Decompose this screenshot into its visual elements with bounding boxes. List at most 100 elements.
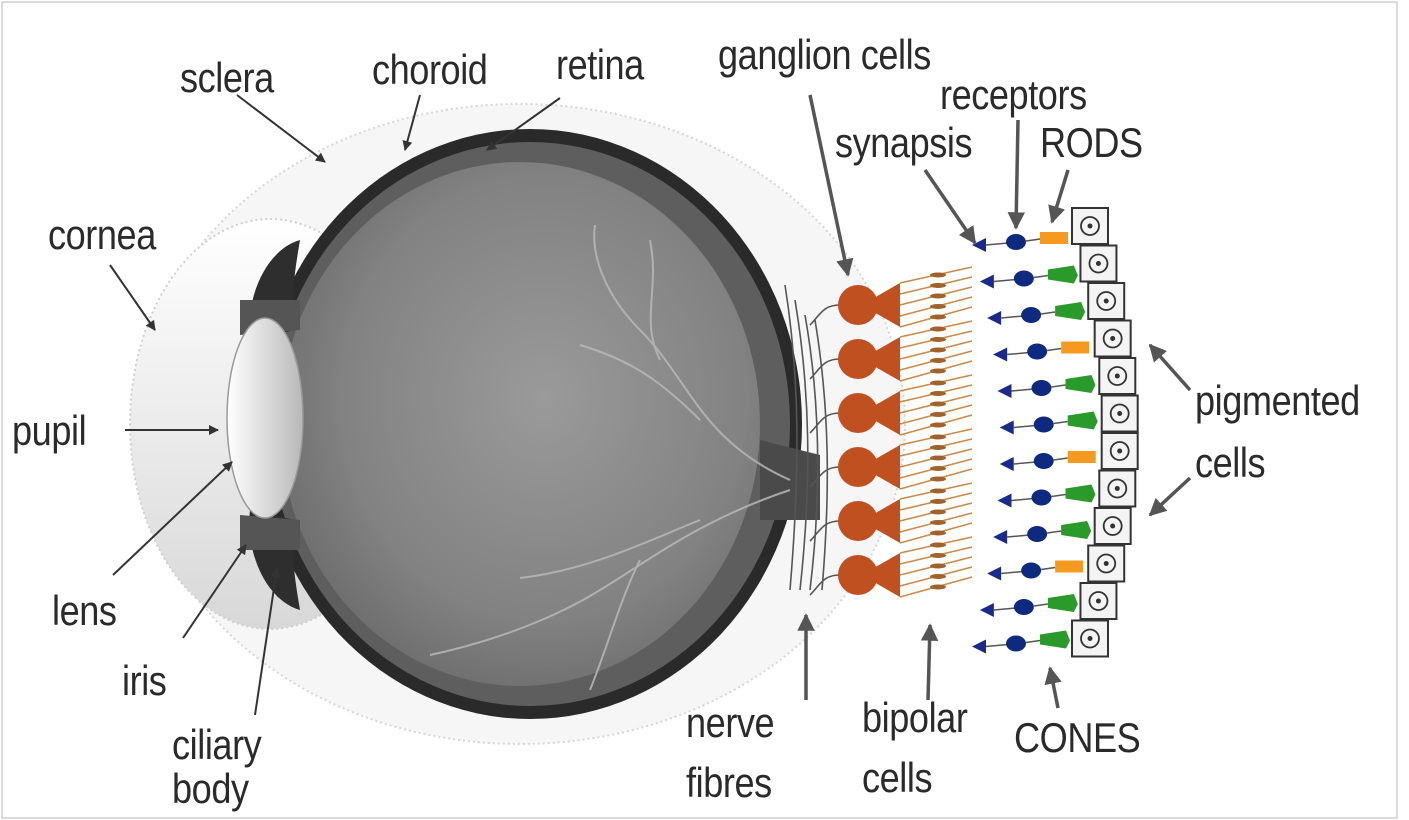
synapse xyxy=(980,603,994,617)
bipolar-nucleus xyxy=(930,543,946,548)
receptor-stalk xyxy=(1026,239,1040,241)
bipolar-nucleus xyxy=(930,423,946,428)
bipolar-nucleus xyxy=(930,369,946,374)
bipolar-nucleus xyxy=(930,337,946,342)
cone-outer-segment xyxy=(1048,594,1078,612)
synapse xyxy=(980,275,994,289)
bipolar-nucleus xyxy=(930,564,946,569)
pigmented-cell-nucleus xyxy=(1117,449,1122,454)
ganglion-dendrite xyxy=(872,553,900,597)
receptor-nucleus xyxy=(1031,490,1051,506)
bipolar-nucleus xyxy=(930,553,946,558)
label-pigmented-cells-line1: pigmented xyxy=(1195,378,1360,424)
synapse xyxy=(987,311,1001,325)
label-pigmented-cells-line2: cells xyxy=(1195,440,1265,486)
bipolar-nucleus xyxy=(930,391,946,396)
label-synapsis: synapsis xyxy=(835,120,972,166)
rod-outer-segment xyxy=(1061,342,1089,354)
pigmented-cell-nucleus xyxy=(1088,636,1093,641)
label-choroid: choroid xyxy=(372,47,487,93)
bipolar-nucleus xyxy=(930,381,946,386)
bipolar-nucleus xyxy=(930,412,946,417)
label-nerve-fibres-line1: nerve xyxy=(686,700,774,746)
bipolar-nucleus xyxy=(930,348,946,353)
lens xyxy=(227,318,303,518)
receptor-nucleus xyxy=(1034,417,1054,433)
receptor-stalk xyxy=(1041,568,1055,570)
label-rods: RODS xyxy=(1040,120,1143,166)
bipolar-nucleus xyxy=(930,402,946,407)
receptor-stalk xyxy=(1051,495,1065,497)
cone-outer-segment xyxy=(1068,412,1098,430)
arrow-rods xyxy=(1052,170,1068,222)
receptor-stalk xyxy=(1026,641,1040,643)
label-ciliary-body-line2: body xyxy=(172,766,249,812)
bipolar-nucleus xyxy=(930,315,946,320)
synapse xyxy=(997,494,1011,508)
bipolar-nucleus xyxy=(930,585,946,590)
bipolar-nucleus xyxy=(930,327,946,332)
receptor-stalk xyxy=(1047,349,1061,351)
receptor-stalk xyxy=(1034,604,1048,606)
arrow-receptors xyxy=(1016,120,1018,228)
bipolar-nucleus xyxy=(930,520,946,525)
label-pupil: pupil xyxy=(12,408,86,454)
receptor-nucleus xyxy=(1006,636,1026,652)
receptor-axon xyxy=(986,645,1008,647)
receptor-axon xyxy=(986,243,1008,245)
receptor-nucleus xyxy=(1031,380,1051,396)
receptor-axon xyxy=(1001,572,1023,574)
rod-outer-segment xyxy=(1055,561,1083,573)
arrow-pigmented-bottom xyxy=(1150,478,1190,515)
cone-outer-segment xyxy=(1048,266,1078,284)
receptor-nucleus xyxy=(1027,344,1047,360)
pigmented-cell-nucleus xyxy=(1088,224,1093,229)
iris-bottom xyxy=(240,515,300,550)
pigmented-cells xyxy=(1072,208,1138,657)
label-nerve-fibres-line2: fibres xyxy=(686,760,772,806)
cone-outer-segment xyxy=(1055,302,1085,320)
rod-outer-segment xyxy=(1040,232,1068,244)
synapse xyxy=(993,348,1007,362)
receptor-cells xyxy=(972,232,1098,654)
receptor-nucleus xyxy=(1014,271,1034,287)
label-sclera: sclera xyxy=(180,55,274,101)
receptor-axon xyxy=(1007,353,1029,355)
receptor-axon xyxy=(1007,535,1029,537)
receptor-axon xyxy=(1011,499,1033,501)
cone-outer-segment xyxy=(1040,631,1070,649)
pigmented-cell-nucleus xyxy=(1110,524,1115,529)
rod-outer-segment xyxy=(1068,451,1096,463)
pigmented-cell-nucleus xyxy=(1104,561,1109,566)
synapse xyxy=(1000,421,1014,435)
pigmented-cell-nucleus xyxy=(1096,599,1101,604)
pigmented-cell-nucleus xyxy=(1104,299,1109,304)
synapse xyxy=(972,640,986,654)
arrow-synapsis xyxy=(925,170,975,243)
cone-outer-segment xyxy=(1061,521,1091,539)
synapse xyxy=(993,530,1007,544)
receptor-axon xyxy=(994,608,1016,610)
pigmented-cell-nucleus xyxy=(1110,336,1115,341)
bipolar-nucleus xyxy=(930,531,946,536)
label-cones: CONES xyxy=(1014,715,1140,761)
pigmented-cell-nucleus xyxy=(1096,261,1101,266)
pigmented-cell-nucleus xyxy=(1115,486,1120,491)
vitreous-body xyxy=(280,162,760,686)
label-ciliary-body-line1: ciliary xyxy=(172,722,261,768)
receptor-stalk xyxy=(1051,385,1065,387)
receptor-axon xyxy=(994,280,1016,282)
receptor-stalk xyxy=(1047,531,1061,533)
receptor-stalk xyxy=(1054,458,1068,460)
label-bipolar-cells-line2: cells xyxy=(862,755,932,801)
label-iris: iris xyxy=(122,658,166,704)
synapse xyxy=(997,384,1011,398)
receptor-nucleus xyxy=(1027,526,1047,542)
receptor-stalk xyxy=(1034,276,1048,278)
bipolar-nucleus xyxy=(930,435,946,440)
bipolar-nucleus xyxy=(930,445,946,450)
label-receptors: receptors xyxy=(940,72,1087,118)
arrow-cones xyxy=(1050,668,1058,708)
bipolar-nucleus xyxy=(930,358,946,363)
